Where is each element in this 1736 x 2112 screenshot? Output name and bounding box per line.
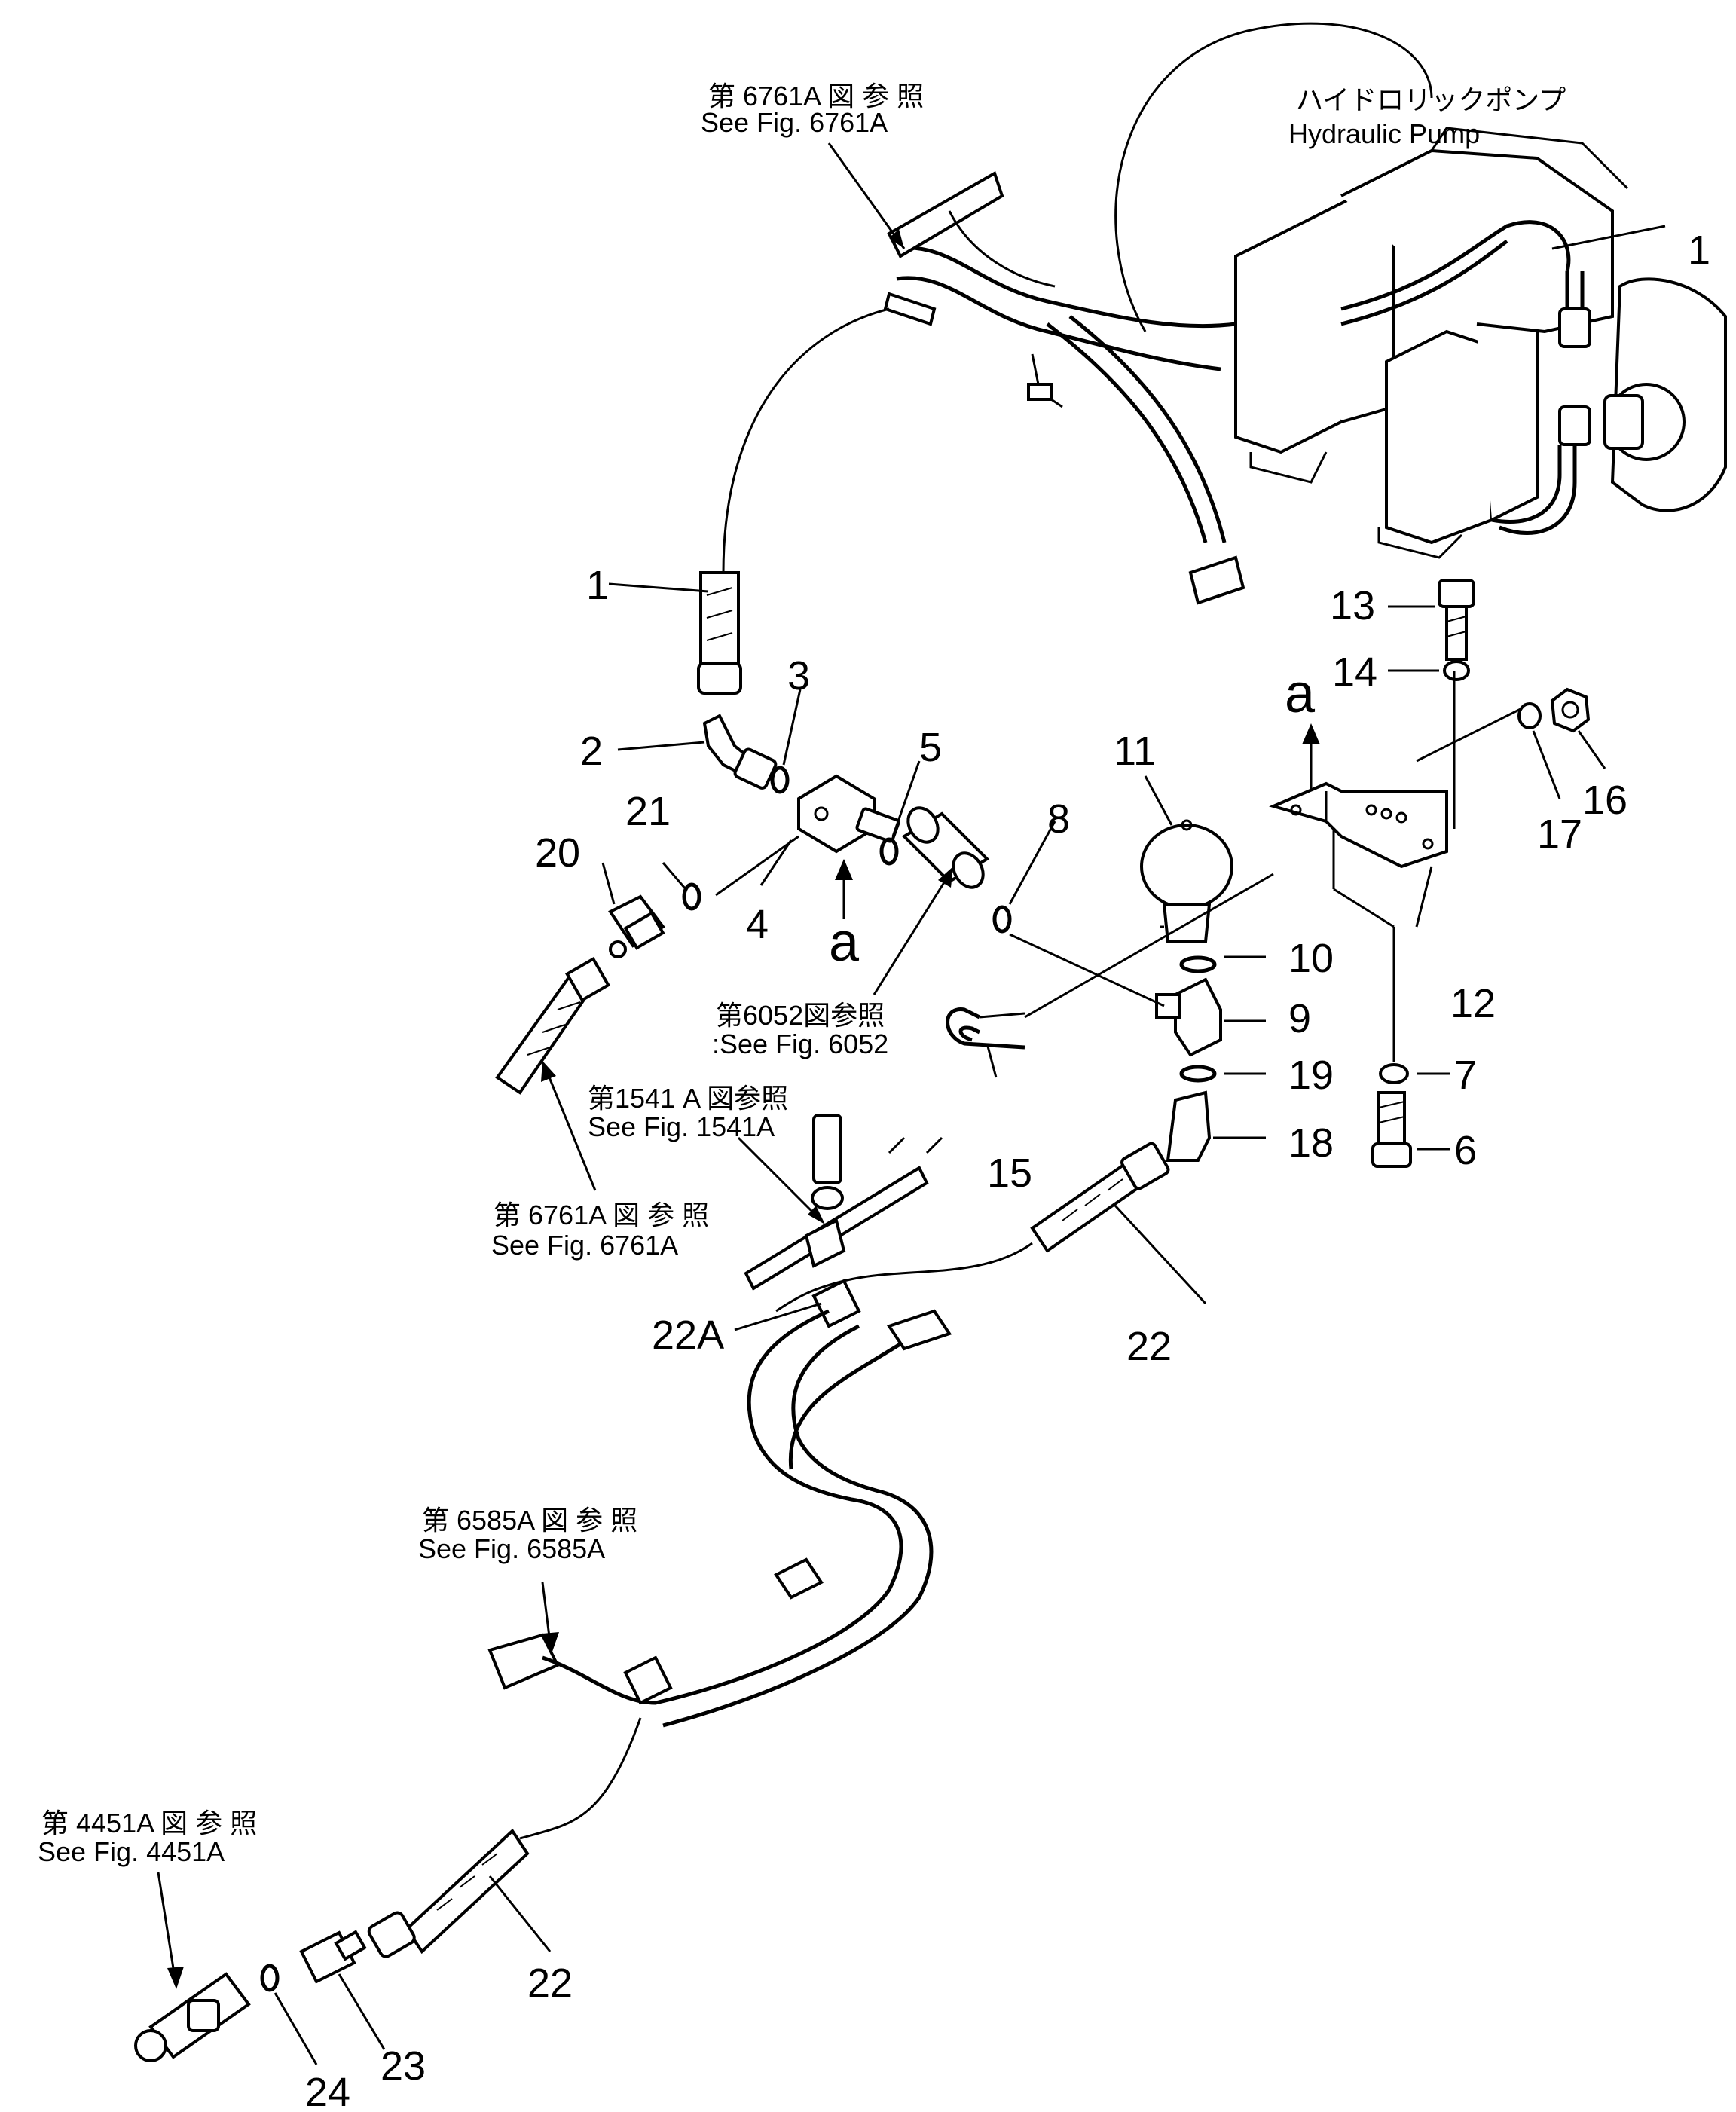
hose-part-22-lower: [367, 1828, 530, 1958]
fitting-part-2: [702, 714, 778, 790]
ref-1541a-en: See Fig. 1541A: [588, 1111, 775, 1142]
u-bolt-part-15: [946, 1007, 1025, 1050]
accumulator-part-11: [1140, 819, 1233, 943]
view-marks: a a: [829, 664, 1316, 973]
elbow-part-18: [1166, 1090, 1212, 1162]
callout-7: 7: [1454, 1053, 1477, 1098]
connector-4451A: [134, 1972, 251, 2062]
ref-1541a-jp: 第1541 A 図参照: [588, 1083, 788, 1114]
callout-22-low: 22: [527, 1961, 573, 2006]
callout-23: 23: [381, 2043, 426, 2089]
ref-6761a-top-jp: 第 6761A 図 参 照: [708, 81, 924, 112]
hose-part-1-left: [697, 571, 742, 695]
o-ring-part-21: [682, 882, 701, 911]
clamp-detail-1541A: [744, 1114, 943, 1291]
sensor-part-20: [608, 894, 665, 958]
ref-6761a-left-jp: 第 6761A 図 参 照: [494, 1200, 709, 1230]
view-mark-a-left: a: [829, 912, 860, 973]
callout-24: 24: [305, 2070, 350, 2108]
callout-13: 13: [1330, 583, 1375, 628]
block-part-4: [797, 774, 900, 854]
ref-6585a-jp: 第 6585A 図 参 照: [422, 1505, 637, 1536]
bolt-part-13: [1438, 579, 1475, 661]
callout-19: 19: [1288, 1053, 1334, 1098]
callout-21: 21: [625, 789, 671, 834]
callout-17: 17: [1537, 811, 1582, 857]
callout-22a: 22A: [652, 1313, 724, 1358]
ref-4451a-en: See Fig. 4451A: [38, 1836, 225, 1867]
washer-part-14: [1443, 660, 1470, 681]
callout-4: 4: [746, 902, 769, 947]
callout-16: 16: [1582, 778, 1628, 823]
callout-numbers: 1 1 2 3 4 5 6 7 8 9 10 11 12 13 14 15 16…: [305, 228, 1710, 2112]
o-ring-part-10: [1179, 955, 1217, 973]
callout-22-mid: 22: [1126, 1324, 1172, 1369]
callout-1-left: 1: [586, 563, 609, 608]
ref-6052-en: :See Fig. 6052: [712, 1028, 888, 1059]
ref-6052-jp: 第6052図参照: [716, 1000, 885, 1031]
o-ring-part-8: [992, 905, 1012, 934]
bracket-part-12: [1269, 781, 1448, 869]
valve-part-9: [1155, 977, 1222, 1057]
callout-9: 9: [1288, 996, 1311, 1041]
callout-18: 18: [1288, 1120, 1334, 1166]
ref-6761a-left-en: See Fig. 6761A: [491, 1230, 678, 1261]
callout-20: 20: [535, 830, 580, 876]
lower-harness: [487, 1309, 952, 1840]
callout-14: 14: [1332, 649, 1377, 695]
callout-8: 8: [1047, 796, 1070, 842]
ref-4451a-jp: 第 4451A 図 参 照: [41, 1808, 257, 1838]
ref-6585a-en: See Fig. 6585A: [418, 1533, 605, 1564]
pipe-part-adapter: [901, 806, 990, 889]
callout-10: 10: [1288, 936, 1334, 981]
nut-part-16: [1550, 687, 1591, 733]
o-ring-part-3: [770, 766, 790, 794]
hose-upper-harness: [722, 171, 1245, 605]
pump-label-jp: ハイドロリックポンプ: [1296, 84, 1566, 115]
callout-5: 5: [919, 725, 942, 770]
o-ring-part-24: [260, 1964, 280, 1992]
callout-2: 2: [580, 729, 603, 774]
bolt-part-6: [1371, 1091, 1412, 1168]
reference-labels: 第 6761A 図 参 照 See Fig. 6761A ハイドロリックポンプ …: [38, 81, 1566, 1867]
view-mark-a-right: a: [1285, 664, 1316, 724]
callout-3: 3: [787, 653, 810, 698]
callout-6: 6: [1454, 1128, 1477, 1173]
callout-11: 11: [1114, 729, 1156, 774]
callout-15: 15: [987, 1151, 1032, 1196]
o-ring-part-5: [879, 837, 899, 866]
washer-part-17: [1517, 702, 1542, 729]
callout-1-right: 1: [1688, 228, 1710, 273]
o-ring-part-19: [1179, 1065, 1217, 1083]
ref-6761a-top-en: See Fig. 6761A: [701, 107, 888, 138]
pump-label-en: Hydraulic Pump: [1288, 118, 1480, 149]
leader-lines: [157, 142, 1606, 2065]
washer-part-7: [1379, 1063, 1409, 1084]
hose-piece-left: [495, 956, 611, 1095]
hydraulic-pump-assembly: [1114, 22, 1727, 559]
hose-line-upper: [775, 1242, 1033, 1313]
adapter-part-23: [299, 1930, 367, 1984]
hose-part-22-upper: [1030, 1142, 1170, 1253]
callout-12: 12: [1450, 981, 1496, 1026]
